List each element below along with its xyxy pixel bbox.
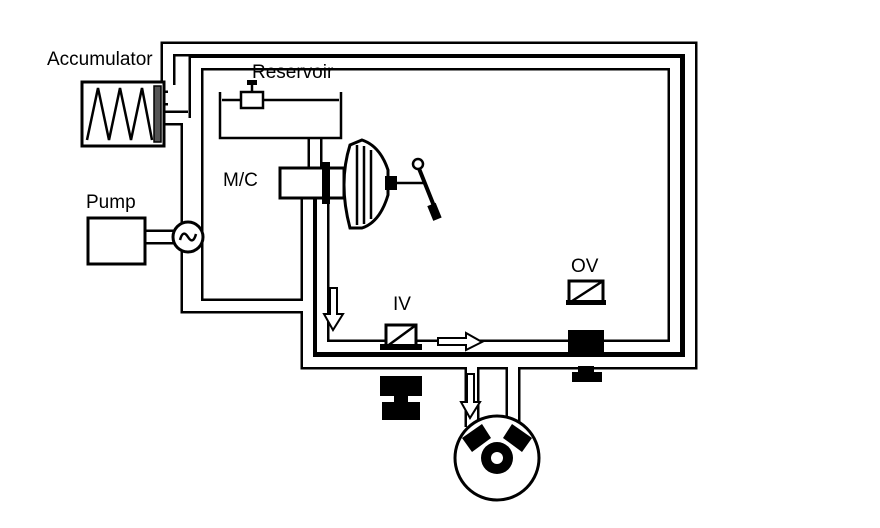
- outlet-valve: [566, 279, 606, 382]
- brake-pedal-icon: [411, 157, 442, 221]
- pump-label: Pump: [86, 192, 136, 213]
- flow-arrow-right-icon: [437, 331, 485, 352]
- reservoir-cap-icon: [239, 90, 265, 110]
- master-cylinder: [278, 162, 346, 204]
- flow-arrow-down-wheel-icon: [459, 373, 482, 420]
- pump: [86, 216, 205, 266]
- flow-arrow-down-icon: [322, 287, 345, 332]
- wheel-brake: [453, 414, 541, 502]
- brake-booster: [342, 138, 425, 230]
- reservoir-label: Reservoir: [252, 62, 334, 83]
- accumulator-spring-icon: [85, 87, 154, 141]
- accumulator-label: Accumulator: [47, 49, 153, 70]
- outlet-valve-label: OV: [571, 256, 599, 277]
- inlet-valve-label: IV: [393, 294, 411, 315]
- master-cylinder-label: M/C: [223, 170, 258, 191]
- pipe-network: [145, 41, 698, 427]
- inlet-valve: [380, 323, 422, 420]
- accumulator: [80, 80, 166, 148]
- reservoir: [218, 80, 343, 140]
